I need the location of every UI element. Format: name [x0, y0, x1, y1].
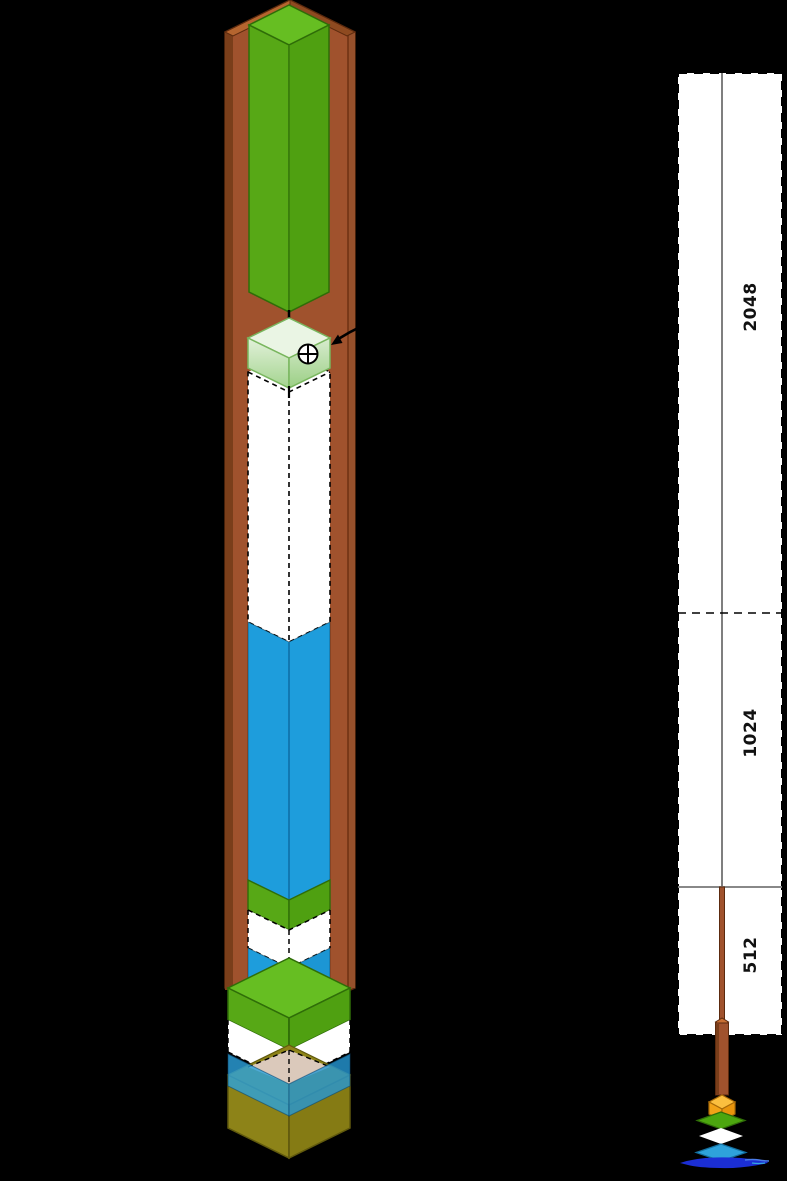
mini-tower-shade [716, 1024, 719, 1094]
grass-right-face [288, 23, 330, 314]
air-band [247, 909, 331, 969]
grass-column [247, 4, 331, 314]
mini-tower [714, 886, 730, 1096]
scale-label-1024: 1024 [741, 708, 761, 757]
scale-markers [680, 1094, 770, 1169]
scale-label-2048: 2048 [741, 282, 761, 331]
grass-band [247, 878, 331, 932]
pointer-arrow [331, 304, 447, 345]
crosshair-icon [297, 343, 319, 365]
air-column-body [248, 352, 330, 642]
dirt-shell-right-face [348, 32, 355, 988]
marker-splat [680, 1157, 770, 1169]
bedrock-block [226, 1044, 352, 1160]
marker-green-diamond [695, 1111, 747, 1130]
scale-label-512: 512 [741, 937, 761, 974]
dirt-shell-left-edge [225, 32, 233, 990]
mini-tower-thin [719, 886, 725, 1025]
scale-bar: 2048 1024 512 [677, 72, 783, 1169]
bedrock-dashes [247, 1049, 331, 1084]
water-column [247, 621, 331, 901]
marker-white-diamond [699, 1128, 743, 1144]
grass-slab [226, 957, 352, 1052]
grass-left-face [248, 23, 290, 314]
water-overlay [227, 1053, 351, 1117]
world-column [223, 0, 447, 1160]
scale-bar-body [677, 72, 783, 1036]
